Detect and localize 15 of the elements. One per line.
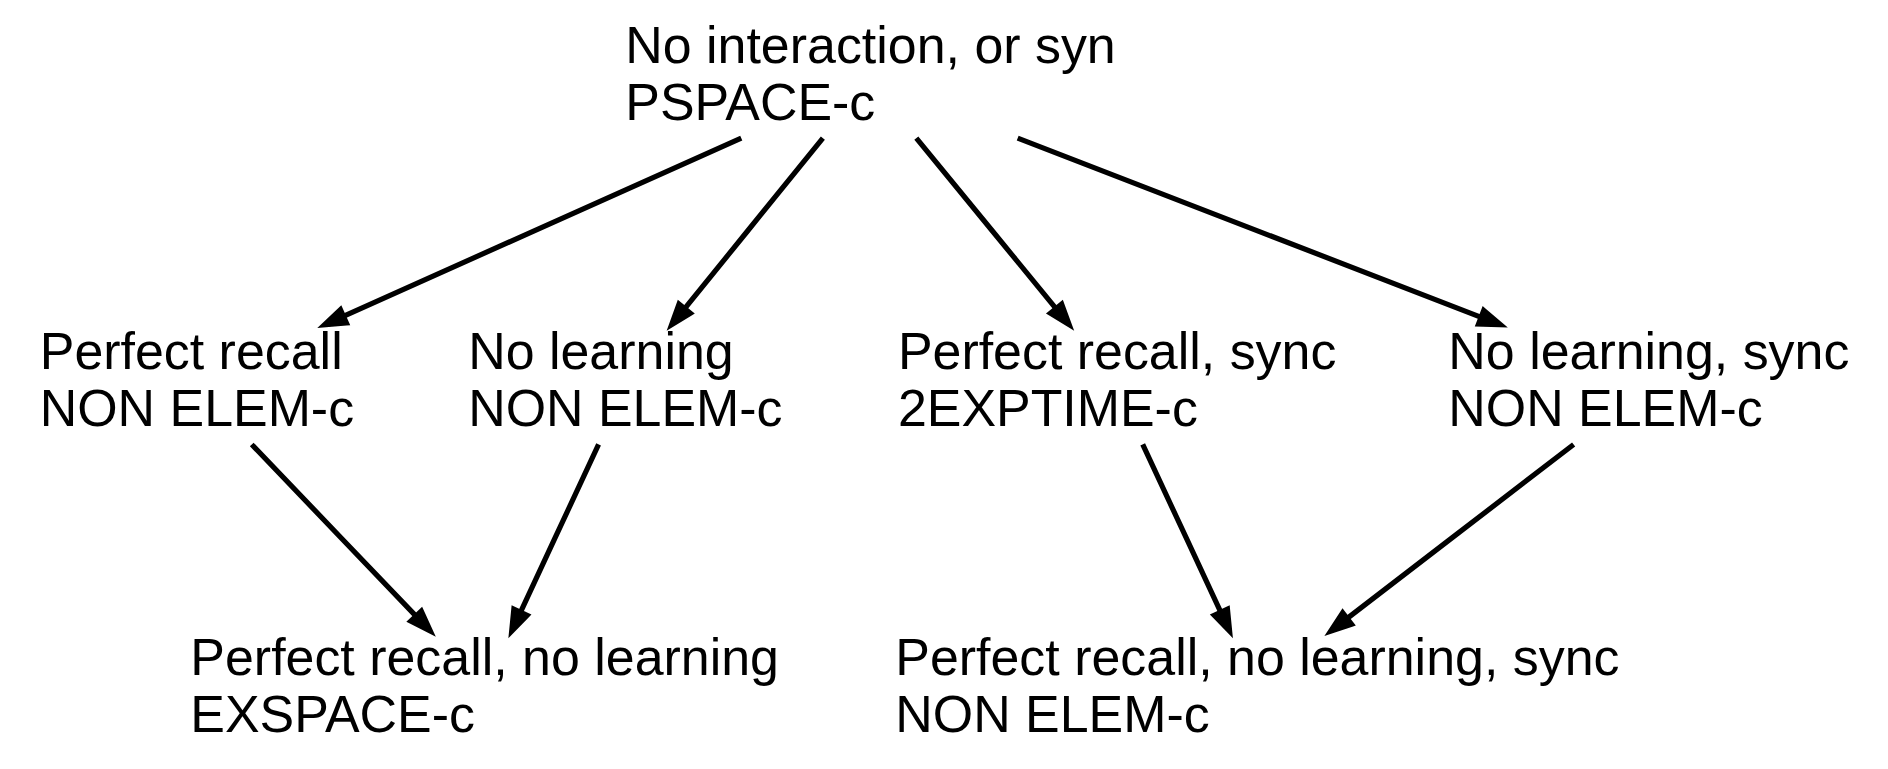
node-text: No learning NON ELEM-c <box>468 321 783 438</box>
node-text: Perfect recall NON ELEM-c <box>39 321 355 438</box>
arrow <box>914 136 1075 331</box>
arrow <box>1016 135 1508 328</box>
arrow <box>249 442 436 637</box>
arrow <box>1140 443 1233 639</box>
node-text: Perfect recall, no learning EXSPACE-c <box>190 628 779 744</box>
node-text: No learning, sync NON ELEM-c <box>1448 321 1850 438</box>
node-text: Perfect recall, no learning, sync NON ELEM-c <box>895 628 1620 744</box>
arrow <box>666 136 825 331</box>
arrow <box>1324 442 1576 636</box>
arrow <box>508 443 601 639</box>
node-text: No interaction, or syn PSPACE-c <box>625 15 1116 131</box>
node-text: Perfect recall, sync 2EXPTIME-c <box>897 321 1337 438</box>
arrow <box>317 135 743 328</box>
